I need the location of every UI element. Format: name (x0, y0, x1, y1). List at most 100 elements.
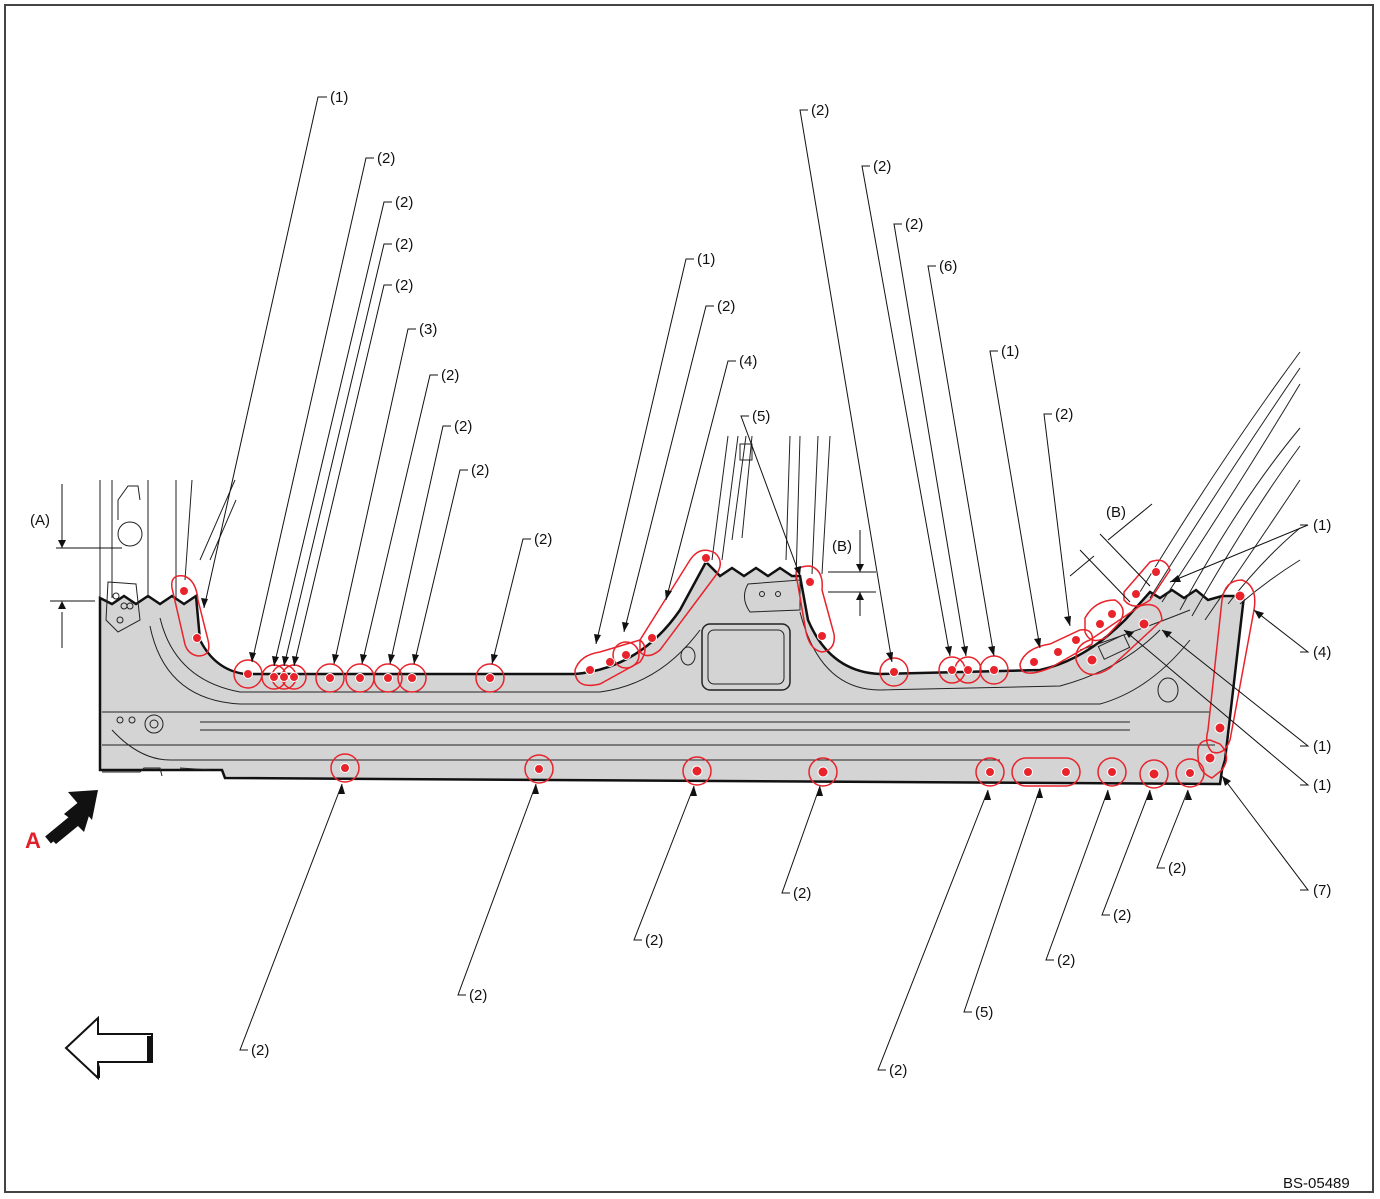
weld-ring (1097, 757, 1127, 787)
sill-hole (116, 716, 124, 724)
weld-spot (1214, 722, 1226, 734)
callout-label: (2) (469, 987, 487, 1004)
weld-spot (1185, 768, 1195, 778)
bracket-hole (116, 616, 124, 624)
weld-spot (1107, 767, 1117, 777)
hollow-arrow-left-icon (64, 1015, 153, 1081)
contour-line (149, 625, 1191, 705)
weld-ring (574, 639, 646, 687)
callout-label: (2) (793, 885, 811, 902)
weld-spot (1131, 589, 1141, 599)
weld-points (171, 549, 1256, 789)
callout-label: (2) (441, 367, 459, 384)
callout-label: (2) (251, 1042, 269, 1059)
weld-spot (1148, 768, 1160, 780)
access-hole-inner (707, 629, 785, 685)
weld-ring (1011, 757, 1081, 787)
access-hole (701, 623, 791, 691)
callout-label: (7) (1313, 882, 1331, 899)
callout-label: (2) (395, 194, 413, 211)
weld-spot (817, 631, 827, 641)
weld-ring (975, 757, 1005, 787)
weld-ring (682, 756, 712, 786)
weld-spot (1095, 619, 1105, 629)
bracket-hole (126, 602, 134, 610)
weld-spot (947, 665, 957, 675)
weld-spot (1234, 590, 1246, 602)
callout-label: (2) (717, 298, 735, 315)
bracket-hole (112, 592, 120, 600)
weld-group-front (171, 575, 210, 657)
weld-ring (1019, 629, 1094, 674)
bracket-hole (759, 591, 765, 597)
callout-label: (5) (752, 408, 770, 425)
weld-spot (889, 667, 899, 677)
weld-spot (1029, 657, 1039, 667)
callout-label: (1) (1313, 517, 1331, 534)
weld-ring (315, 663, 345, 693)
dimension-a-label: (A) (30, 512, 50, 529)
leader-lines (203, 96, 1310, 1071)
weld-spot (621, 650, 631, 660)
weld-ring (330, 753, 360, 783)
weld-ring (397, 663, 427, 693)
contour-line (111, 729, 1000, 761)
callout-label: (2) (454, 418, 472, 435)
callout-label: (2) (1055, 406, 1073, 423)
weld-spot (585, 665, 595, 675)
weld-ring (1139, 759, 1169, 789)
weld-spot (817, 766, 829, 778)
front-pillar-line (99, 479, 193, 600)
weld-ring (808, 757, 838, 787)
weld-spot (805, 577, 815, 587)
weld-spot (1107, 609, 1117, 619)
weld-spot (605, 657, 615, 667)
weld-spot (1151, 567, 1161, 577)
pillar-hole (117, 521, 143, 547)
weld-spot (289, 672, 299, 682)
callout-label: (5) (975, 1004, 993, 1021)
weld-spot (179, 586, 189, 596)
weld-spot (985, 767, 995, 777)
weld-spot (534, 764, 544, 774)
weld-spot (691, 765, 703, 777)
callout-label: (2) (1168, 860, 1186, 877)
weld-spot (963, 665, 973, 675)
callout-label: (1) (697, 251, 715, 268)
dimension-b-label: (B) (1106, 504, 1126, 521)
callout-label: (2) (395, 236, 413, 253)
front-bracket (105, 581, 141, 633)
contour-line (799, 611, 1161, 691)
callout-label: (1) (1001, 343, 1019, 360)
callout-label: (2) (377, 150, 395, 167)
center-pillar-line (711, 435, 753, 561)
callout-label: (2) (1113, 907, 1131, 924)
dimension-b-label: (B) (832, 538, 852, 555)
weld-spot (325, 673, 335, 683)
dimension-a: (A) (30, 484, 122, 648)
weld-spot (989, 665, 999, 675)
callout-label: (4) (1313, 644, 1331, 661)
callout-label: (2) (645, 932, 663, 949)
weld-spot (485, 673, 495, 683)
dimension-b-center: (B) (828, 530, 876, 616)
figure-code: BS-05489 (1283, 1175, 1350, 1192)
callout-label: (2) (395, 277, 413, 294)
weld-spot (1204, 752, 1216, 764)
pillar-slot (739, 443, 753, 461)
rear-hole (1157, 677, 1179, 703)
weld-ring (1205, 579, 1256, 754)
front-pillar-line (199, 479, 237, 561)
rear-pillar-line (1139, 351, 1301, 603)
rear-inner-line (1079, 609, 1191, 651)
callout-label: (2) (889, 1062, 907, 1079)
weld-spot (1053, 647, 1063, 657)
front-step (102, 767, 211, 777)
weld-spot (340, 763, 350, 773)
weld-ring (639, 549, 721, 657)
callout-label: (2) (534, 531, 552, 548)
callout-label: (3) (419, 321, 437, 338)
weld-ring (879, 657, 909, 687)
weld-spot (647, 633, 657, 643)
